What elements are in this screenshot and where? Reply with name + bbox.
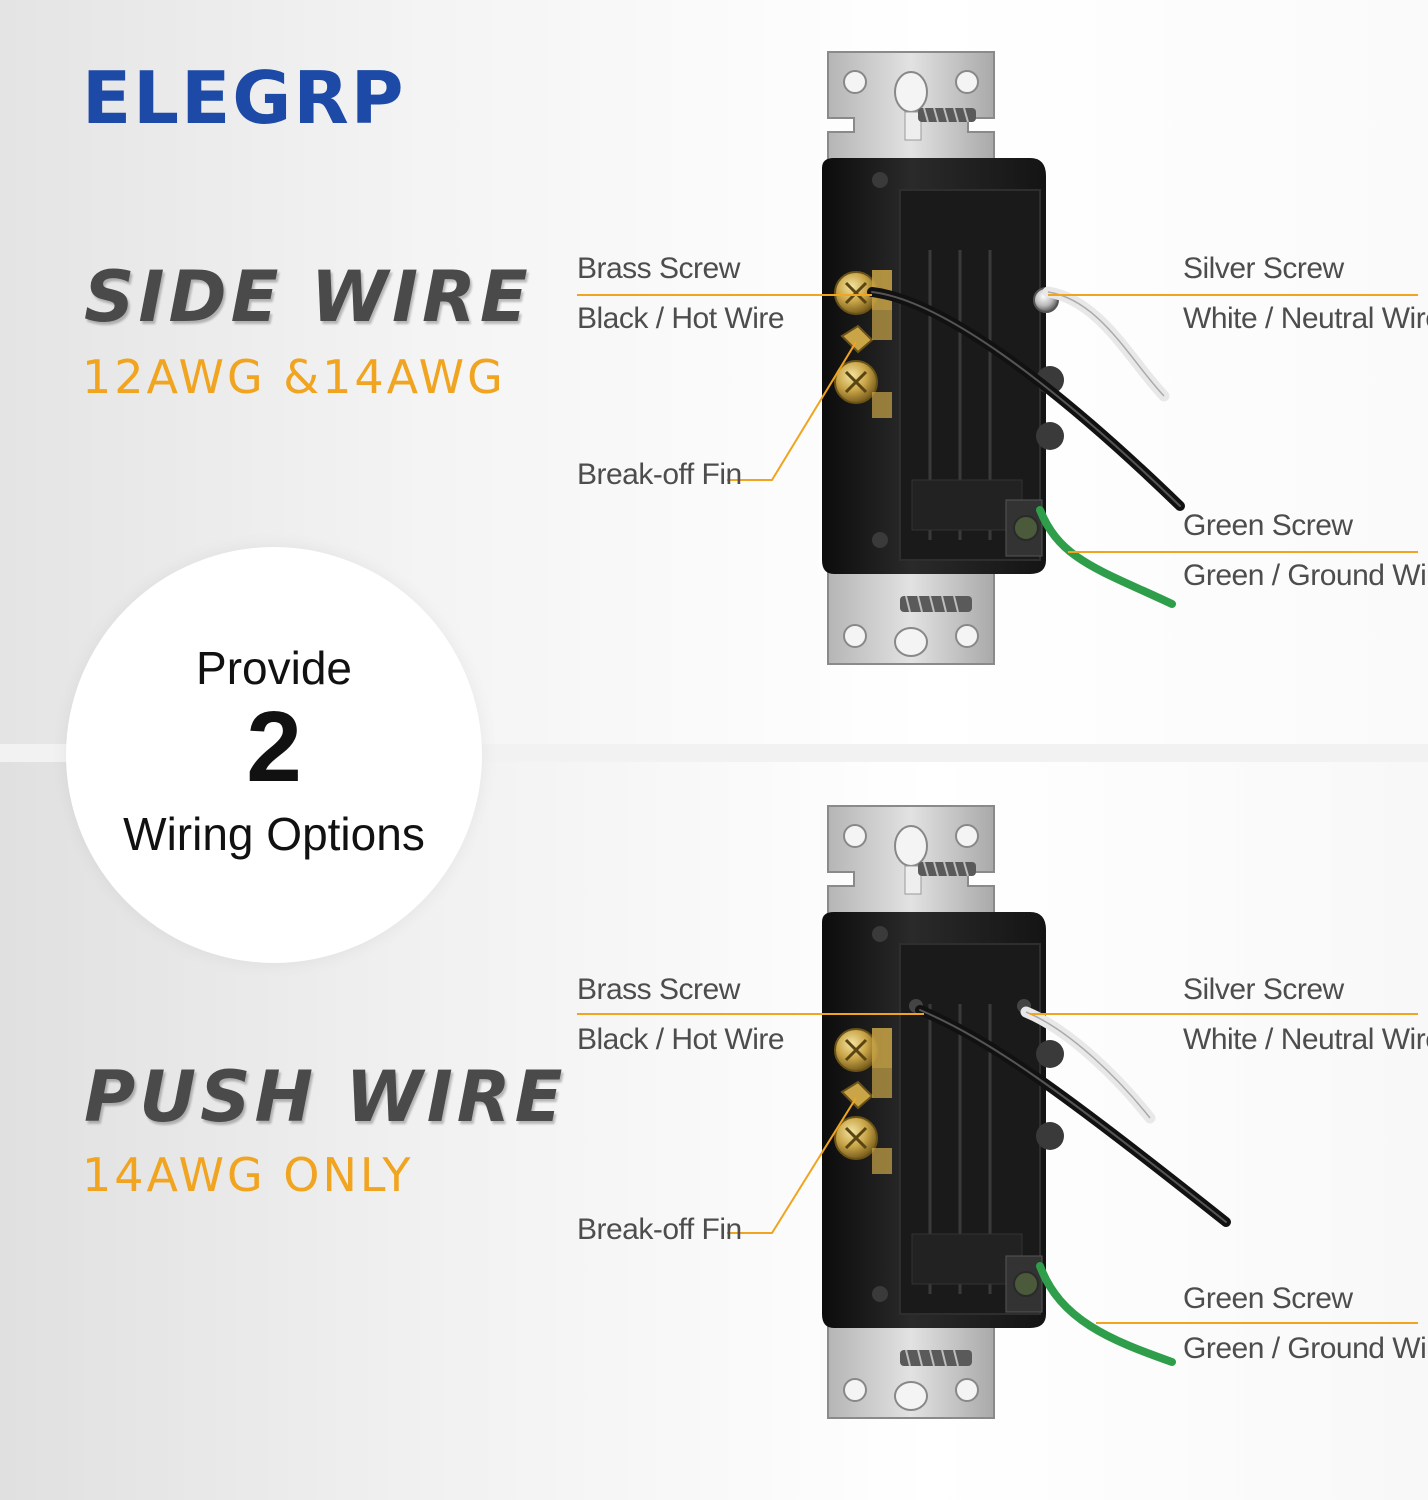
leader-lines-top	[577, 294, 1418, 553]
label-green-screw-bottom: Green Screw	[1183, 1282, 1353, 1315]
label-black-hot-wire-bottom: Black / Hot Wire	[577, 1023, 785, 1056]
ground-wire	[1036, 1262, 1176, 1366]
silver-screw-icon	[1036, 1040, 1064, 1068]
side-wire-title: SIDE WIRE	[84, 256, 532, 338]
label-green-screw-top: Green Screw	[1183, 509, 1353, 542]
receptacle-push-wire	[822, 805, 1231, 1419]
label-green-ground-wire-bottom: Green / Ground Wire	[1183, 1332, 1428, 1365]
label-silver-screw-top: Silver Screw	[1183, 252, 1344, 285]
leader-lines-bottom	[577, 1013, 1418, 1324]
green-screw-icon	[1013, 515, 1039, 541]
label-brass-screw-top: Brass Screw	[577, 252, 740, 285]
label-silver-screw-bottom: Silver Screw	[1183, 973, 1344, 1006]
badge-number: 2	[246, 691, 302, 803]
green-screw-icon	[1013, 1271, 1039, 1297]
mounting-screw-top	[918, 107, 976, 123]
push-wire-title: PUSH WIRE	[84, 1056, 567, 1138]
mounting-screw-top	[918, 861, 976, 877]
wiring-options-badge: Provide 2 Wiring Options	[66, 547, 482, 963]
label-break-off-fin-bottom: Break-off Fin	[577, 1213, 742, 1246]
neutral-wire	[1042, 286, 1170, 402]
label-white-neutral-wire-top: White / Neutral Wire	[1183, 302, 1428, 335]
badge-options-text: Wiring Options	[123, 808, 425, 860]
label-black-hot-wire-top: Black / Hot Wire	[577, 302, 785, 335]
receptacle-side-wire	[822, 51, 1185, 665]
badge-provide-text: Provide	[196, 642, 352, 694]
label-break-off-fin-top: Break-off Fin	[577, 458, 742, 491]
ground-wire	[1036, 506, 1176, 608]
push-wire-subtitle: 14AWG ONLY	[82, 1148, 414, 1202]
label-green-ground-wire-top: Green / Ground Wire	[1183, 559, 1428, 592]
label-brass-screw-bottom: Brass Screw	[577, 973, 740, 1006]
mounting-screw-bottom	[900, 595, 972, 613]
mounting-screw-bottom	[900, 1349, 972, 1367]
side-wire-subtitle: 12AWG &14AWG	[82, 350, 506, 404]
label-white-neutral-wire-bottom: White / Neutral Wire	[1183, 1023, 1428, 1056]
brand-logo: ELEGRP	[82, 56, 406, 140]
